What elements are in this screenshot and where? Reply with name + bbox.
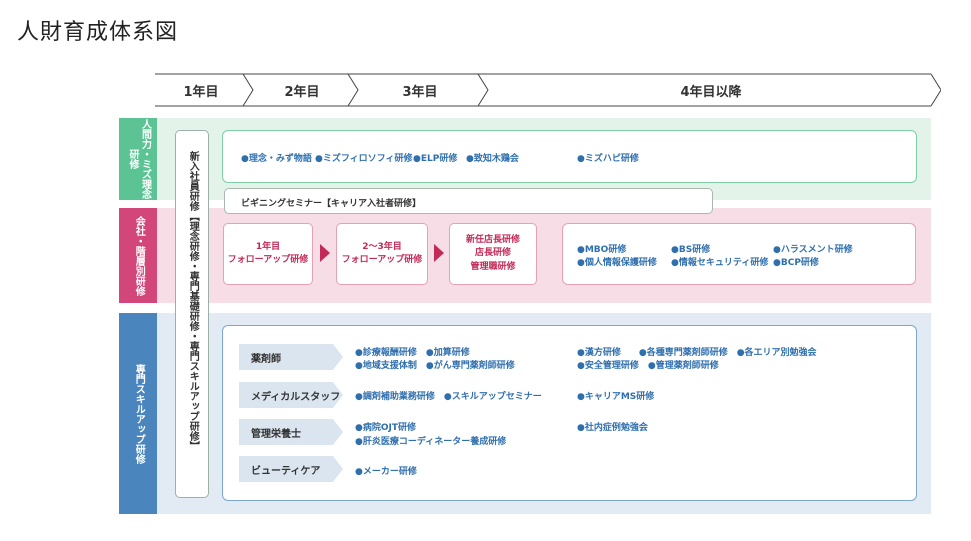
role-medical-staff: メディカルスタッフ <box>239 382 343 408</box>
skill-band-label: 専門スキルアップ研修 <box>119 313 157 514</box>
role-pharmacist: 薬剤師 <box>239 344 343 370</box>
stage-line: 2～3年目 <box>362 241 402 252</box>
stage-box-manager: 新任店長研修 店長研修 管理職研修 <box>449 223 537 285</box>
role-late-item: ●漢方研修 ●各種専門薬剤師研修 ●各エリア別勉強会 <box>577 348 817 358</box>
role-banner-shape <box>239 419 343 445</box>
beginning-seminar-box: ビギニングセミナー【キャリア入社者研修】 <box>224 188 713 214</box>
skill-band-label-text: 専門スキルアップ研修 <box>133 363 145 464</box>
role-early-item: ●メーカー研修 <box>355 467 417 477</box>
role-early-item: ●診療報酬研修 ●加算研修 <box>355 348 470 358</box>
stage-box-year1: 1年目 フォローアップ研修 <box>223 223 313 285</box>
rank-item: ●情報セキュリティ研修 <box>671 258 769 268</box>
rank-band-label: 会社・階層別研修 <box>119 208 157 303</box>
stage-line: 新任店長研修 <box>465 234 520 245</box>
stage-box-year2-3: 2～3年目 フォローアップ研修 <box>336 223 428 285</box>
new-employee-training-text: 新入社員研修【理念研修・専門基礎研修・専門スキルアップ研修】 <box>187 151 199 451</box>
timeline-header: 1年目 2年目 3年目 4年目以降 <box>155 73 941 107</box>
stage-line: 1年目 <box>255 241 281 252</box>
page-title: 人財育成体系図 <box>17 20 179 45</box>
stage-line: 店長研修 <box>474 248 511 259</box>
role-name: メディカルスタッフ <box>251 391 341 403</box>
role-banner-shape <box>239 456 343 482</box>
philosophy-item: ●致知木鶏会 <box>466 154 519 164</box>
timeline-year-2: 2年目 <box>284 85 320 100</box>
rank-item: ●BCP研修 <box>773 258 819 268</box>
philosophy-item: ●理念・みず物語 <box>241 154 312 164</box>
role-early-item: ●病院OJT研修 <box>355 423 416 433</box>
rank-item: ●個人情報保護研修 <box>577 258 657 268</box>
rank-item: ●MBO研修 <box>577 245 627 255</box>
rank-item: ●BS研修 <box>671 245 711 255</box>
role-banner-shape <box>239 382 343 408</box>
rank-band-label-text: 会社・階層別研修 <box>133 215 145 296</box>
timeline-year-1: 1年目 <box>183 85 219 100</box>
role-late-item: ●安全管理研修 ●管理薬剤師研修 <box>577 361 719 371</box>
role-dietitian: 管理栄養士 <box>239 419 343 445</box>
philosophy-item: ●ELP研修 <box>413 154 458 164</box>
stage-line: フォローアップ研修 <box>227 255 309 265</box>
arrow-right-icon <box>434 244 444 262</box>
stage-line: 管理職研修 <box>470 261 516 272</box>
timeline-year-4-plus: 4年目以降 <box>680 85 742 100</box>
stage-line: フォローアップ研修 <box>341 255 423 265</box>
role-beauty-care: ビューティケア <box>239 456 343 482</box>
role-early-item: ●肝炎医療コーディネーター養成研修 <box>355 437 507 447</box>
role-early-item: ●地域支援体制 ●がん専門薬剤師研修 <box>355 361 515 371</box>
philosophy-band-label: 人間力・ミズ理念研修 <box>119 118 157 200</box>
new-employee-training-box: 新入社員研修【理念研修・専門基礎研修・専門スキルアップ研修】 <box>175 130 209 498</box>
philosophy-content-box: ●理念・みず物語 ●ミズフィロソフィ研修 ●ELP研修 ●致知木鶏会 ●ミズハピ… <box>222 130 917 183</box>
role-banner-shape <box>239 344 343 370</box>
rank-item: ●ハラスメント研修 <box>773 245 853 255</box>
timeline-lines <box>155 73 941 107</box>
rank-content-box: ●MBO研修 ●個人情報保護研修 ●BS研修 ●情報セキュリティ研修 ●ハラスメ… <box>562 223 916 285</box>
role-late-item: ●社内症例勉強会 <box>577 423 648 433</box>
role-early-item: ●調剤補助業務研修 ●スキルアップセミナー <box>355 392 542 402</box>
role-name: 薬剤師 <box>251 353 281 365</box>
philosophy-item: ●ミズハピ研修 <box>577 154 639 164</box>
timeline-year-3: 3年目 <box>402 85 438 100</box>
philosophy-item: ●ミズフィロソフィ研修 <box>315 154 413 164</box>
role-name: 管理栄養士 <box>251 428 301 440</box>
role-late-item: ●キャリアMS研修 <box>577 392 655 402</box>
arrow-right-icon <box>320 244 330 262</box>
philosophy-band-label-text: 人間力・ミズ理念研修 <box>127 119 151 199</box>
role-name: ビューティケア <box>251 465 321 477</box>
